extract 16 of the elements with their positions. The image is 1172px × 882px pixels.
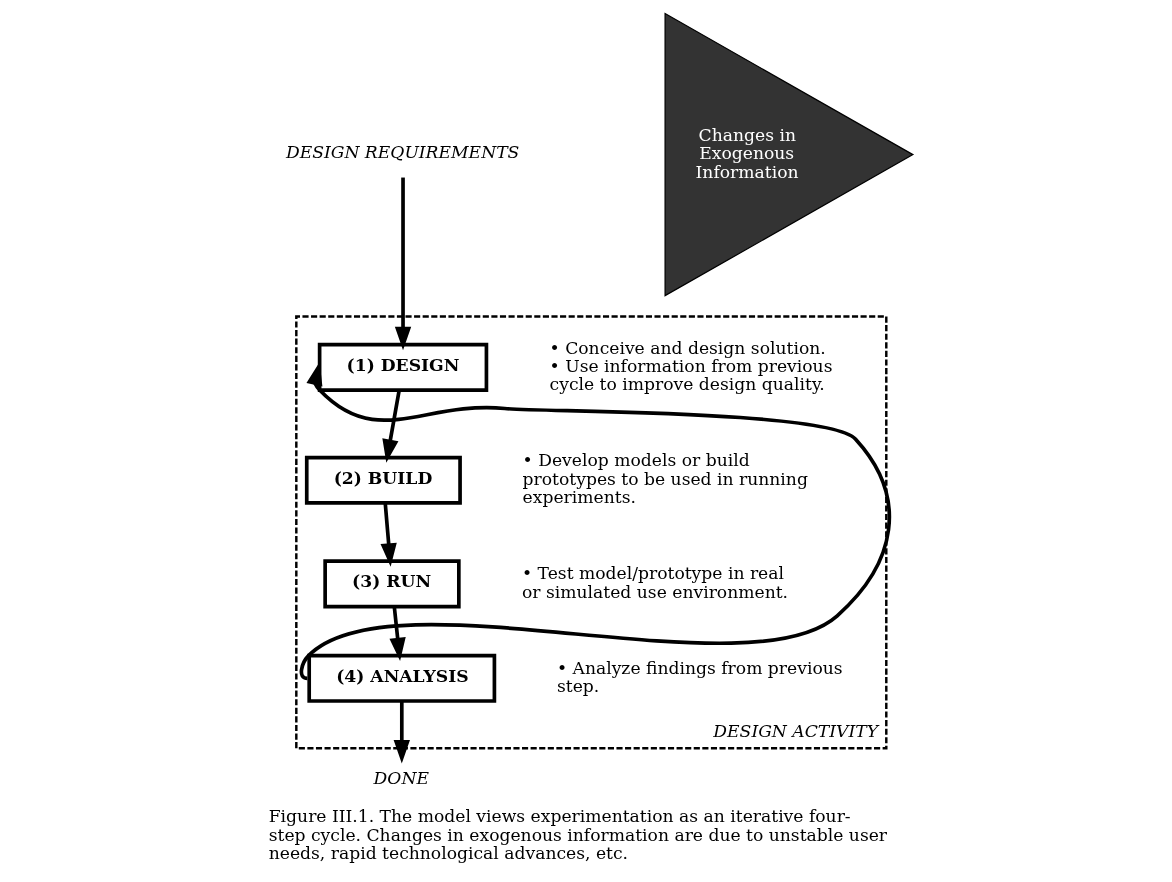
arrow [394,177,412,351]
caption: Figure III.1. The model views experimentation as an iterative four-step cycle. Changes in exogenous information are due to unstable user needs, rapid technological advances, etc. [268,806,888,863]
node-box: (2) BUILD [304,455,462,505]
arrow [380,503,397,567]
node-box: (4) ANALYSIS [307,653,497,703]
node-box: (1) DESIGN [317,342,489,392]
arrow [389,606,406,661]
node-label: • Conceive and design solution. [549,337,826,358]
node-label: • Analyze findings from previous step. [556,657,843,697]
node-text: DONE [373,768,429,789]
node-label: • Test model/prototype in real or simulated use environment. [522,563,789,602]
node-text: DESIGN REQUIREMENTS [285,141,520,162]
node-box: (3) RUN [323,559,461,609]
arrow [382,390,401,463]
node-label: • Develop models or build prototypes to be used in running experiments. [522,450,808,508]
arrow [393,701,410,764]
